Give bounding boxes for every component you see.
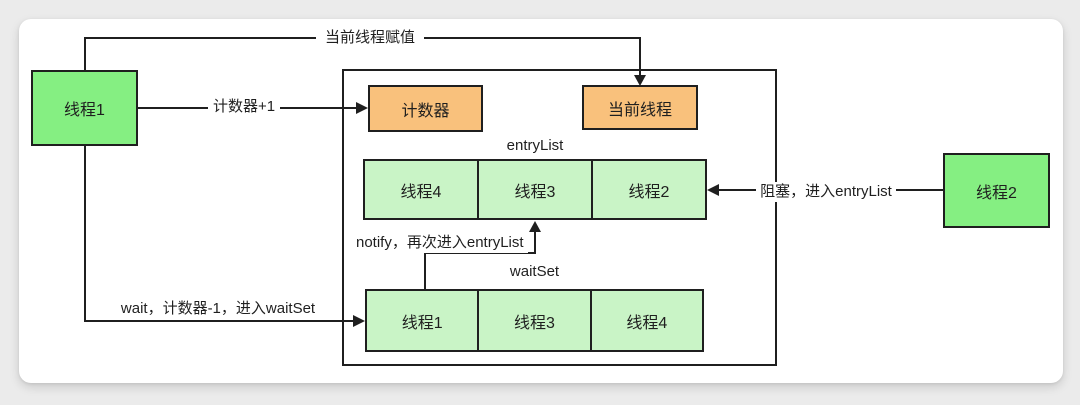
entrylist-cell: 线程3 [477,159,593,220]
waitset-title: waitSet [509,263,560,280]
entrylist-cell: 线程4 [363,159,479,220]
waitset-row: 线程1 线程3 线程4 [365,289,704,352]
waitset-cell: 线程4 [589,289,704,352]
waitset-cell: 线程3 [477,289,592,352]
box-counter-label: 计数器 [401,102,450,120]
entrylist-title: entryList [506,137,564,154]
entrylist-cell: 线程2 [591,159,707,220]
entrylist-row: 线程4 线程3 线程2 [363,159,707,220]
box-current-thread-label: 当前线程 [607,101,672,119]
waitset-cell: 线程1 [365,289,480,352]
box-thread1-label: 线程1 [64,102,105,119]
box-thread2-label: 线程2 [976,184,1017,202]
label-notify-reenter-entrylist: notify，再次进入entryList [356,233,528,253]
label-wait-enter-waitset: wait，计数器-1，进入waitSet [120,299,316,319]
box-counter: 计数器 [368,85,483,132]
label-assign-current-thread: 当前线程赋值 [316,28,424,48]
box-thread2: 线程2 [943,153,1050,228]
label-counter-increment: 计数器+1 [208,97,280,117]
box-thread1: 线程1 [31,70,138,146]
box-current-thread: 当前线程 [582,85,698,130]
label-block-enter-entrylist: 阻塞，进入entryList [756,182,896,202]
